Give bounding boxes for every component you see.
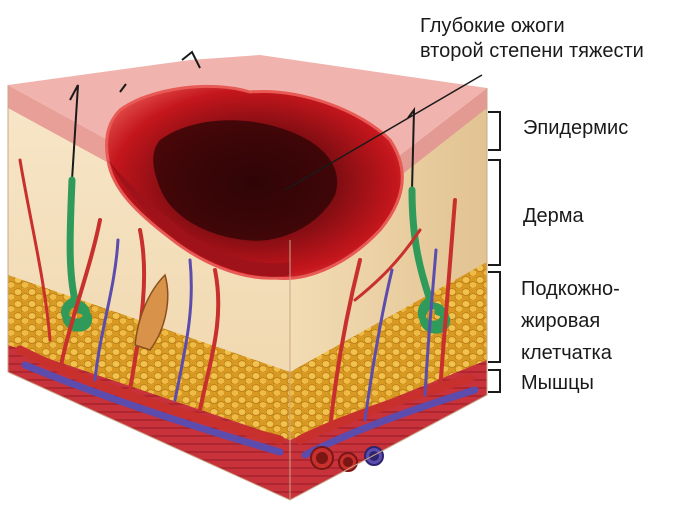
label-subcutis-line-3: клетчатка (521, 337, 620, 369)
label-muscles: Мышцы (521, 372, 594, 395)
bracket-dermis (488, 160, 500, 265)
bracket-subcutis (488, 272, 500, 362)
bracket-epidermis (488, 112, 500, 150)
label-subcutis-line-1: Подкожно- (521, 273, 620, 305)
diagram-title: Глубокие ожоги второй степени тяжести (420, 14, 644, 64)
label-dermis: Дерма (523, 205, 584, 228)
label-epidermis: Эпидермис (523, 117, 628, 140)
title-line-1: Глубокие ожоги (420, 14, 644, 39)
title-line-2: второй степени тяжести (420, 39, 644, 64)
label-subcutis-line-2: жировая (521, 305, 620, 337)
label-subcutis: Подкожно- жировая клетчатка (521, 273, 620, 369)
bracket-muscles (488, 370, 500, 392)
layer-brackets (488, 112, 500, 392)
